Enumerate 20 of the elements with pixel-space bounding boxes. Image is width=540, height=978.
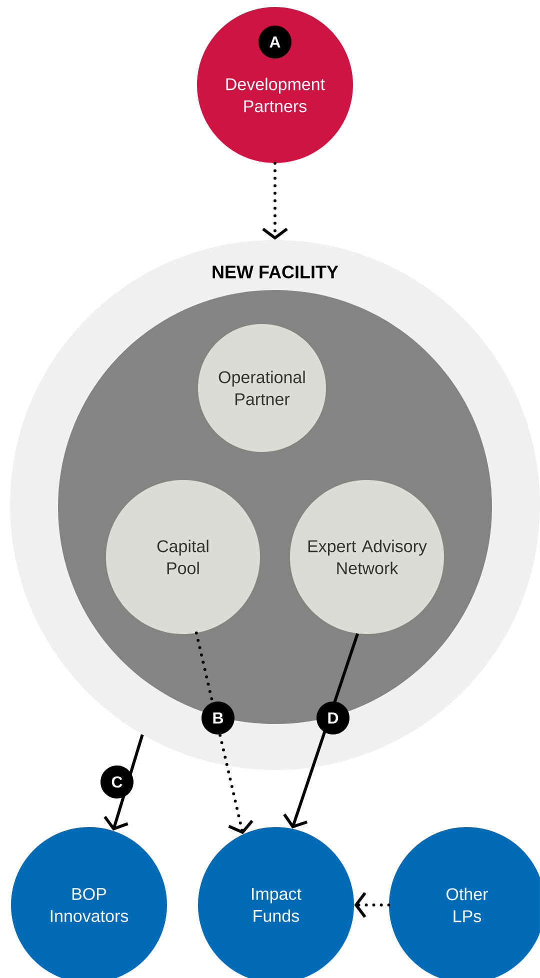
letter-badge: C xyxy=(100,766,134,798)
facility-title: NEW FACILITY xyxy=(212,266,338,278)
arrow xyxy=(283,633,360,828)
node-label: Operational Partner xyxy=(218,370,305,406)
node-label: Expert Advisory Network xyxy=(308,540,427,574)
node-label: Capital Pool xyxy=(157,540,208,574)
arrow xyxy=(354,892,390,918)
arrow xyxy=(194,632,254,834)
partner-circle xyxy=(197,7,353,163)
letter-badge: D xyxy=(316,702,350,734)
letter-badge: B xyxy=(202,702,234,734)
component-circle xyxy=(106,480,260,634)
node-label: Impact Funds xyxy=(252,888,302,922)
node-label: Development Partners xyxy=(226,78,325,112)
component-circle xyxy=(198,324,326,452)
component-circle xyxy=(290,480,444,634)
node-label: BOP Innovators xyxy=(50,888,128,922)
letter-badge: A xyxy=(258,26,292,58)
arrow xyxy=(262,162,288,240)
node-label: Other LPs xyxy=(446,888,488,922)
